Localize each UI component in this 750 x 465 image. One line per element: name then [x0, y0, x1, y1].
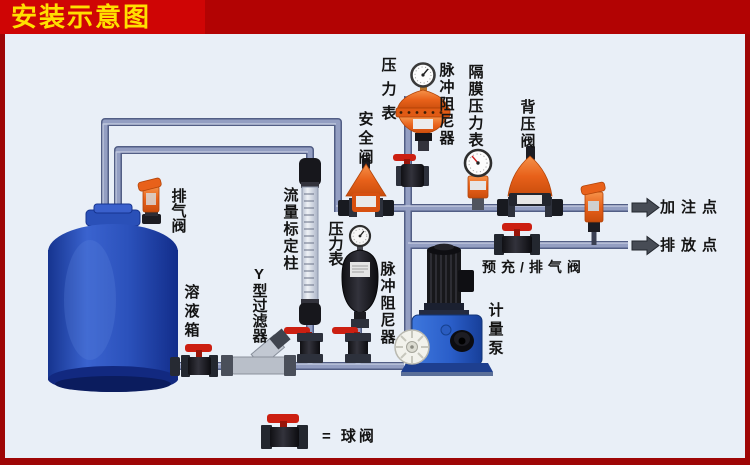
label-vent-valve: 排气阀 — [169, 188, 187, 233]
pulse-damper-top — [395, 89, 451, 151]
drain-point-arrow-icon — [631, 235, 660, 256]
label-drain-point: 排放点 — [660, 237, 724, 254]
label-pressure-gauge-mid: 压力表 — [326, 221, 344, 266]
page-title: 安装示意图 — [11, 2, 152, 32]
filling-point-arrow-icon — [631, 197, 660, 218]
column-ball-valve — [284, 327, 323, 363]
back-pressure-valve — [497, 146, 563, 217]
label-back-pressure-valve: 背压阀 — [518, 99, 536, 150]
label-metering-pump: 计量泵 — [486, 302, 504, 359]
label-pressure-gauge-top: 压力表 — [379, 57, 397, 129]
metering-pump — [394, 243, 493, 376]
label-diaphragm-pressure-gauge: 隔膜压力表 — [466, 64, 484, 149]
label-pulse-damper-mid: 脉冲阻尼器 — [378, 261, 396, 346]
tank-outlet-union — [170, 357, 180, 376]
safety-valve — [338, 158, 394, 217]
label-y-strainer: Y型过滤器 — [250, 266, 268, 343]
injection-point-valve — [580, 181, 606, 232]
y-strainer — [221, 328, 296, 376]
label-pulse-damper-top: 脉冲阻尼器 — [437, 62, 455, 147]
diaphragm-pressure-gauge — [463, 148, 493, 210]
damper-ball-valve — [332, 327, 371, 363]
label-prefill-vent-valve: 预充/排气阀 — [482, 259, 586, 275]
pulse-damper-mid — [341, 249, 379, 328]
legend-ball-valve-icon — [261, 414, 308, 449]
title-banner: 安装示意图 — [0, 0, 750, 34]
pressure-gauge-mid — [348, 224, 372, 252]
prefill-vent-ball-valve — [494, 223, 540, 255]
solution-tank — [48, 203, 178, 392]
label-solution-tank: 溶液箱 — [182, 284, 200, 341]
suction-ball-valve — [181, 344, 218, 377]
pressure-gauge-top — [410, 62, 436, 94]
label-safety-valve: 安全阀 — [356, 111, 374, 168]
flow-calibration-column — [299, 158, 321, 325]
label-flow-calibration-column: 流量标定柱 — [281, 187, 299, 272]
vent-valve — [137, 177, 162, 224]
title-banner-accent — [0, 0, 205, 34]
label-filling-point: 加注点 — [660, 199, 724, 216]
label-legend-ball-valve: = 球阀 — [322, 428, 377, 445]
discharge-ball-valve — [393, 154, 429, 187]
